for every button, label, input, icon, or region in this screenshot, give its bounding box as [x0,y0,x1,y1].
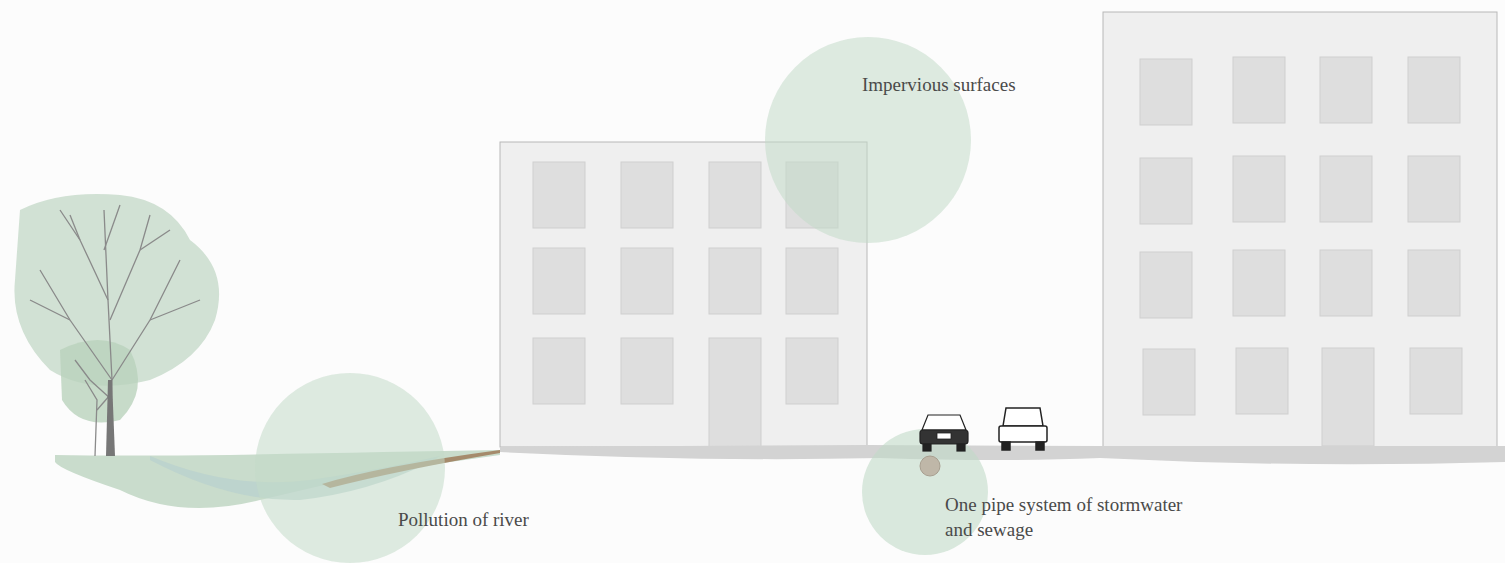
callout-circle [765,37,971,243]
building [1103,12,1497,447]
callout-label: One pipe system of stormwater and sewage [945,492,1207,542]
pipe [920,456,940,476]
callout-label: Pollution of river [398,507,529,532]
callout-circle [255,373,445,563]
callout-label: Impervious surfaces [862,72,1016,97]
car [920,415,968,451]
tree [14,194,219,456]
car [999,408,1047,450]
